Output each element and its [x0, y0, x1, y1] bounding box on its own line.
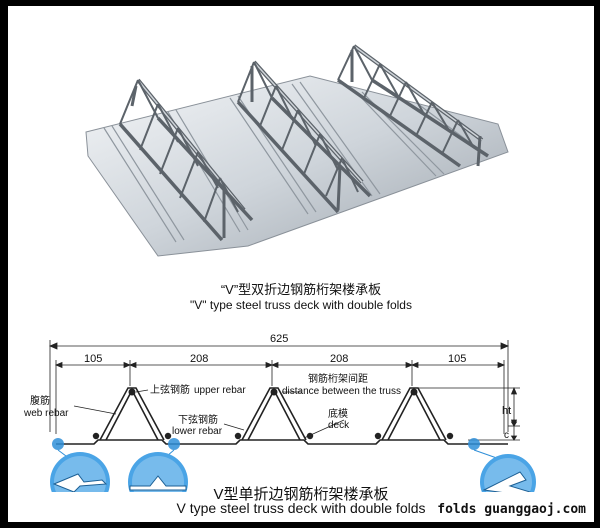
rebar-circles	[92, 388, 454, 440]
top-caption-english: "V" type steel truss deck with double fo…	[190, 298, 412, 312]
truss-distance-en: distance between the truss	[282, 386, 401, 397]
span-label-4: 105	[448, 353, 466, 365]
bottom-caption-english: V type steel truss deck with double fold…	[176, 500, 426, 516]
cross-section-diagram: 625 105 208 208 105	[23, 333, 536, 492]
deck-cn: 底模	[328, 407, 348, 420]
span-label-3: 208	[330, 353, 348, 365]
total-width-dimension	[48, 340, 510, 432]
detail-circle-left	[50, 452, 110, 492]
span-dimension-line	[54, 360, 506, 434]
bottom-caption-chinese: V型单折边钢筋桁架楼承板	[213, 486, 389, 503]
truss-3	[336, 44, 489, 168]
top-caption-chinese: “V”型双折边钢筋桁架楼承板	[220, 282, 382, 297]
deck-profile	[56, 439, 508, 445]
truss-1	[118, 78, 254, 242]
height-dimension	[418, 386, 520, 441]
height-label: ht	[502, 405, 511, 417]
detail-markers	[52, 438, 480, 450]
detail-leaders	[57, 449, 509, 463]
leader-lines	[73, 389, 345, 439]
lower-rebar-cn: 下弦钢筋	[178, 413, 218, 426]
truss-deck-illustration	[85, 44, 509, 257]
detail-circle-right	[480, 454, 536, 492]
watermark-text: folds guanggaoj.com	[435, 502, 588, 517]
web-rebar-cn: 腹筋	[30, 394, 50, 407]
span-label-2: 208	[190, 353, 208, 365]
web-rebar-en: web rebar	[23, 408, 69, 419]
figure-frame: “V”型双折边钢筋桁架楼承板 "V" type steel truss deck…	[8, 6, 594, 522]
lower-rebar-en: lower rebar	[172, 426, 223, 437]
total-width-label: 625	[270, 333, 288, 345]
cover-label: c	[504, 430, 509, 441]
detail-circle-middle	[128, 452, 188, 492]
truss-2	[236, 60, 372, 214]
span-label-1: 105	[84, 353, 102, 365]
deck-en: deck	[328, 420, 350, 431]
truss-distance-cn: 钢筋桁架间距	[308, 372, 368, 385]
